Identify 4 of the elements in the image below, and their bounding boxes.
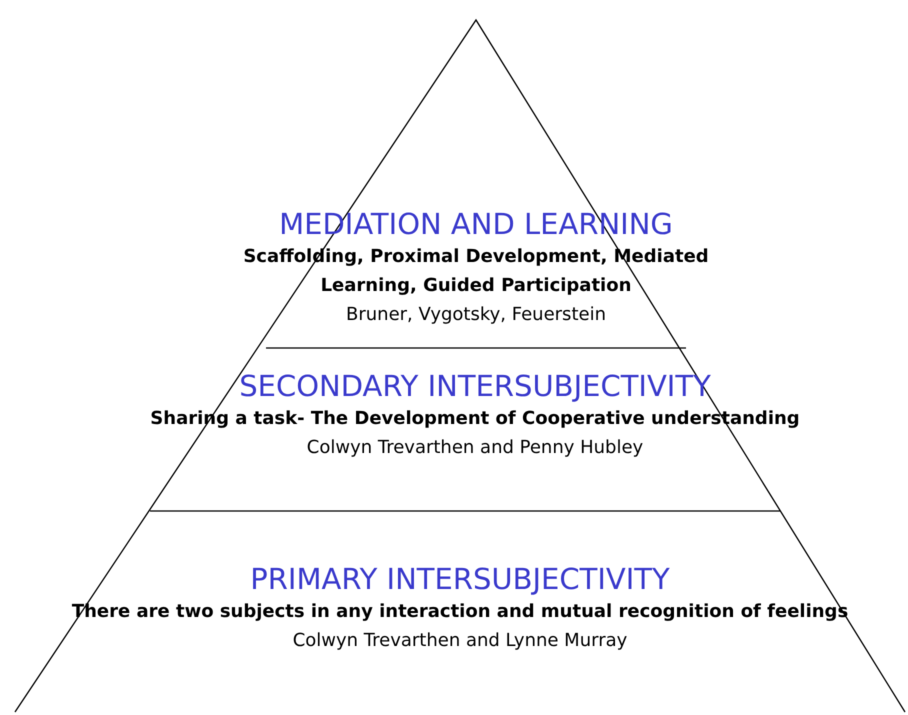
tier-title: PRIMARY INTERSUBJECTIVITY [250, 561, 670, 597]
author-names: Bruner, Vygotsky, Feuerstein [346, 303, 606, 327]
author-names: Colwyn Trevarthen and Penny Hubley [306, 436, 644, 460]
author-names: Colwyn Trevarthen and Lynne Murray [292, 629, 628, 653]
